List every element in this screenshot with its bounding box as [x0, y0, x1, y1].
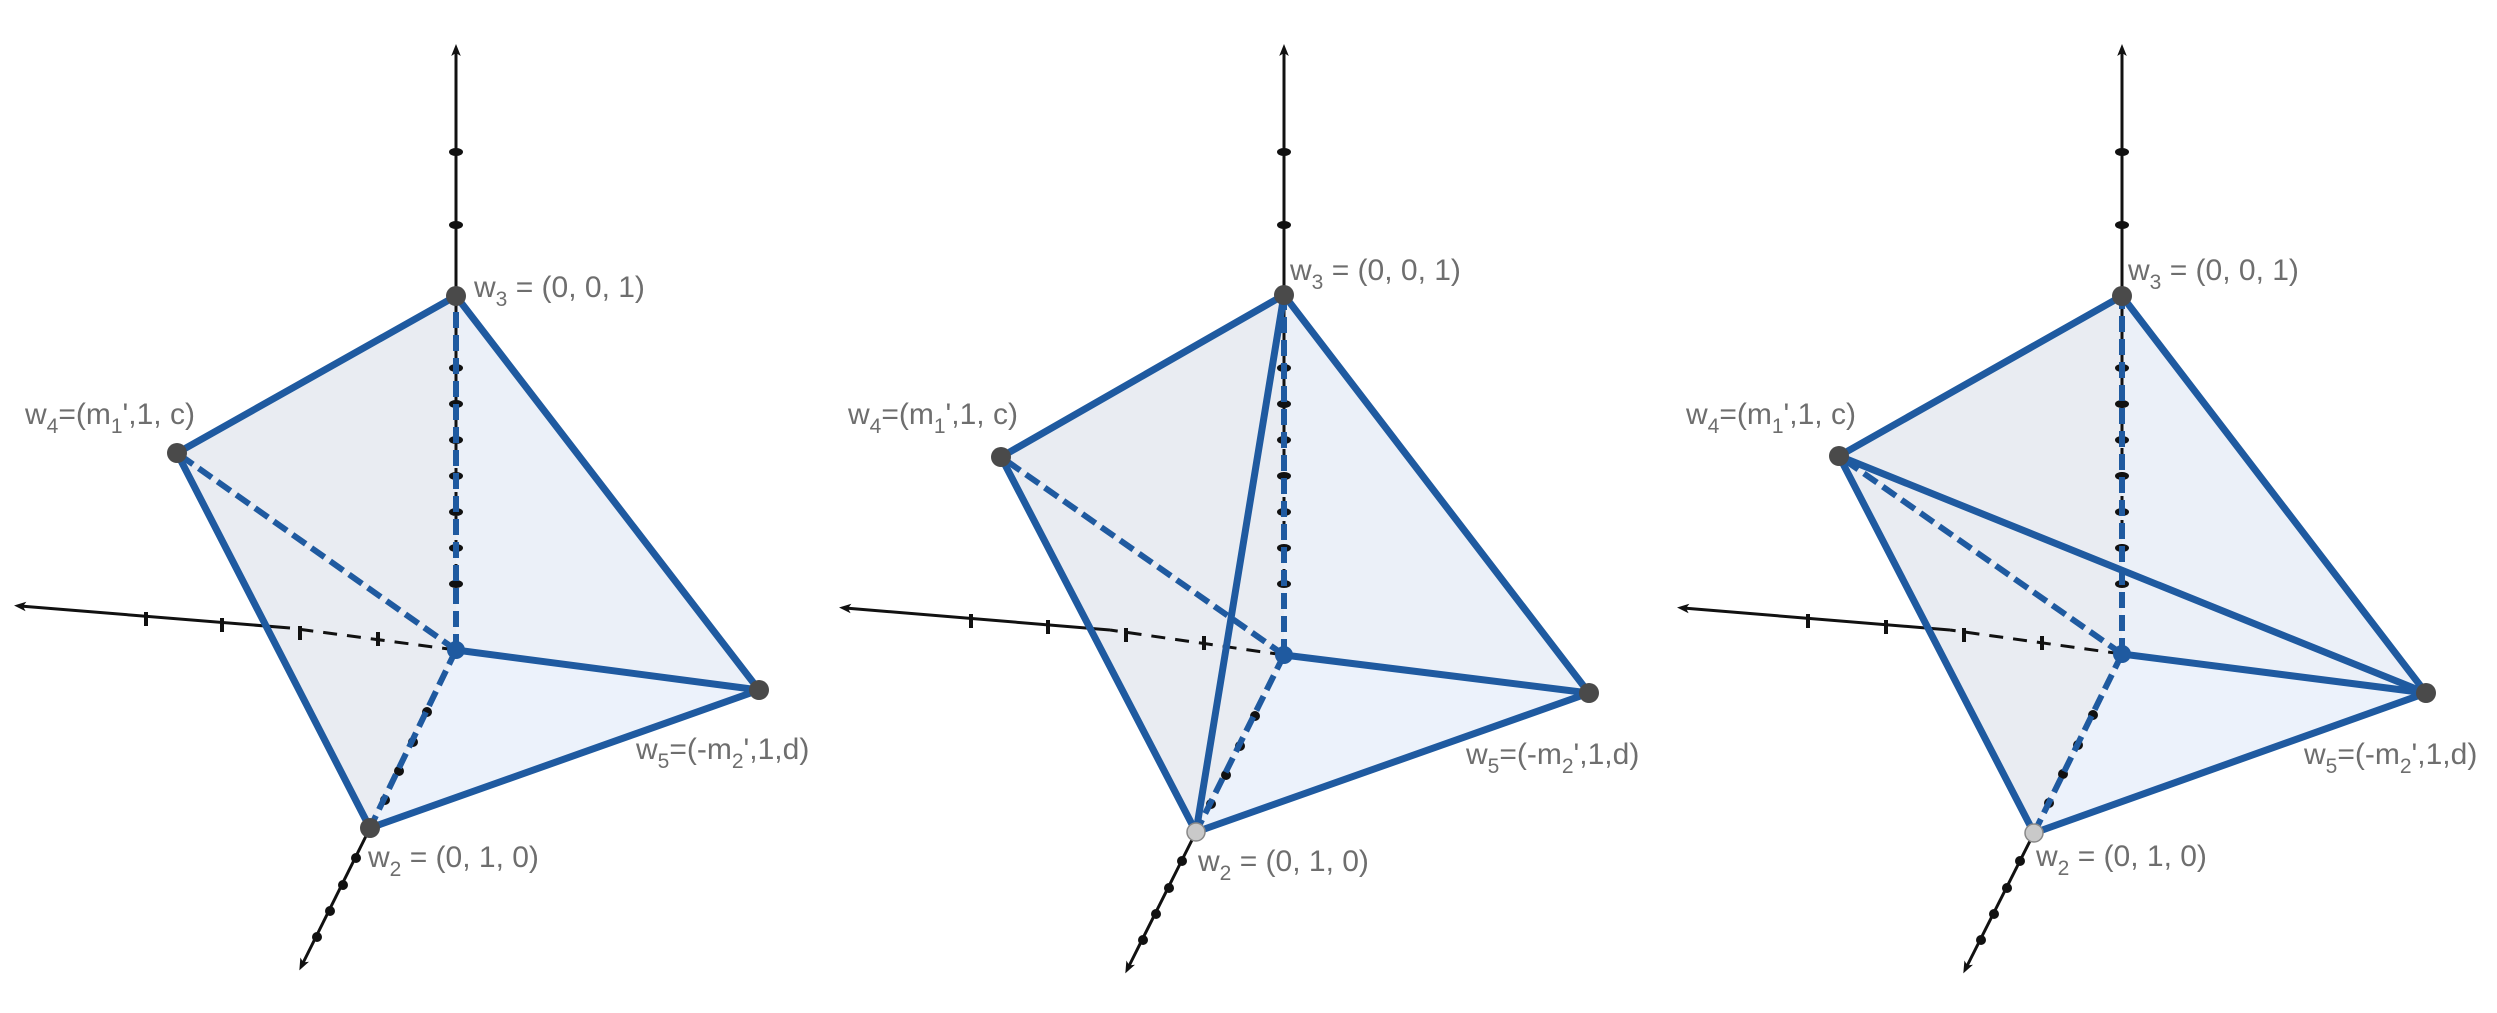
label-w3: w3 = (0, 0, 1) — [473, 271, 645, 311]
x-axis-ticks — [1806, 614, 2044, 650]
vertex-origin — [447, 641, 465, 659]
edge-origin-w2 — [1193, 653, 1287, 834]
label-w2: w2 = (0, 1, 0) — [1197, 845, 1369, 885]
edge-origin-w2 — [367, 648, 459, 830]
face-w4-w2-origin — [1839, 456, 2122, 833]
vertex-w5 — [2416, 683, 2436, 703]
face-w4-w3-origin — [1839, 296, 2122, 654]
y-axis-lower — [1125, 831, 1198, 974]
label-w4: w4=(m1',1, c) — [847, 398, 1018, 438]
vertex-origin — [1275, 646, 1293, 664]
z-axis-ticks — [2115, 148, 2129, 588]
vertex-w2 — [360, 818, 380, 838]
panel-3: w3 = (0, 0, 1) w4=(m1',1, c) w5=(-m2',1,… — [1677, 44, 2477, 974]
label-w3: w3 = (0, 0, 1) — [2127, 254, 2299, 294]
edge-origin-w4 — [999, 454, 1286, 658]
y-axis-lower — [1963, 832, 2036, 974]
vertex-w2 — [2024, 823, 2044, 843]
face-w2-w5-origin — [1196, 655, 1589, 832]
vertex-origin — [2113, 645, 2131, 663]
panel-2: w3 = (0, 0, 1) w4=(m1',1, c) w5=(-m2',1,… — [839, 44, 1639, 974]
label-w4: w4=(m1',1, c) — [24, 398, 195, 438]
x-axis-ticks — [144, 612, 380, 646]
vertex-w4 — [167, 443, 187, 463]
label-w2: w2 = (0, 1, 0) — [2035, 840, 2207, 880]
edge-origin-w5 — [452, 646, 763, 694]
edge-origin-w4 — [175, 450, 458, 653]
face-w2-w5-origin — [370, 650, 759, 828]
vertex-w3 — [2112, 286, 2132, 306]
vertex-w3 — [446, 286, 466, 306]
label-w5: w5=(-m2',1,d) — [635, 733, 809, 773]
x-axis-ticks — [969, 614, 1206, 650]
panel-1: w3 = (0, 0, 1) w4=(m1',1, c) w5=(-m2',1,… — [14, 44, 809, 971]
vertex-w5 — [1579, 683, 1599, 703]
vertex-w4 — [991, 447, 1011, 467]
vertex-w5 — [749, 680, 769, 700]
edge-origin-w5 — [2118, 650, 2430, 697]
x-axis-hidden — [1109, 628, 1285, 657]
label-w5: w5=(-m2',1,d) — [1465, 738, 1639, 778]
label-w5: w5=(-m2',1,d) — [2303, 738, 2477, 778]
label-w3: w3 = (0, 0, 1) — [1289, 254, 1461, 294]
z-axis-ticks — [1277, 148, 1291, 588]
x-axis-visible — [1677, 603, 1951, 632]
x-axis-hidden — [1949, 628, 2123, 656]
x-axis-visible — [839, 603, 1111, 632]
y-axis-lower — [299, 827, 372, 971]
face-w4-w3-origin — [177, 296, 456, 650]
edge-origin-w5 — [1280, 651, 1593, 697]
vertex-w3 — [1274, 285, 1294, 305]
edge-origin-w2 — [2031, 652, 2125, 835]
face-w2-w5-origin — [2034, 654, 2426, 833]
edge-w2-w3 — [1192, 291, 1288, 836]
edge-origin-w4 — [1837, 453, 2124, 657]
edge-w4-w5 — [1835, 452, 2430, 697]
face-w4-w3-origin — [1001, 295, 1284, 655]
x-axis-hidden — [289, 626, 457, 652]
vertex-w2 — [1186, 822, 1206, 842]
vertex-w4 — [1829, 446, 1849, 466]
x-axis-visible — [14, 601, 291, 630]
face-w4-w2-origin — [177, 453, 456, 828]
label-w4: w4=(m1',1, c) — [1685, 398, 1856, 438]
label-w2: w2 = (0, 1, 0) — [367, 841, 539, 881]
